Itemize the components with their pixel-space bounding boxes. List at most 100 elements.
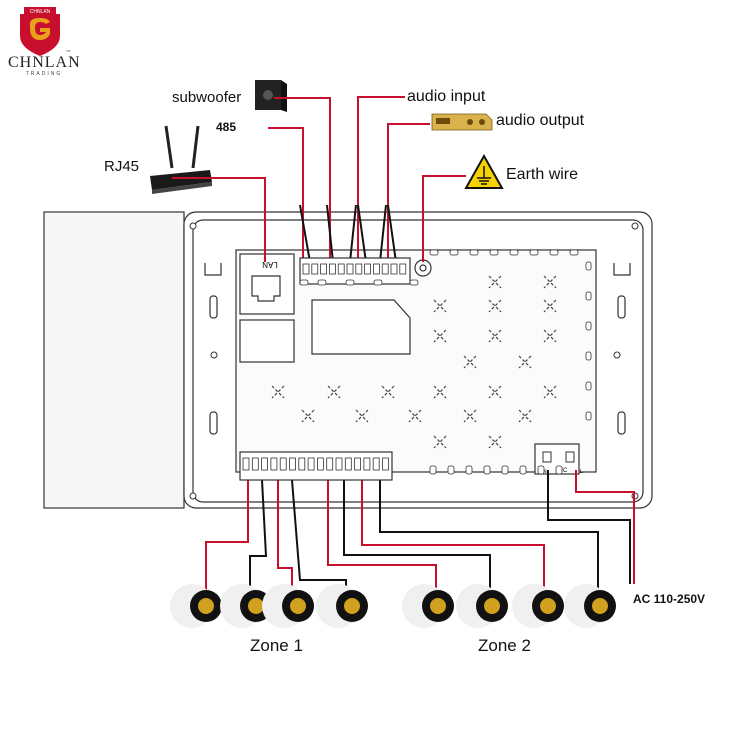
board-clip [373,279,383,286]
router-icon [150,125,212,194]
speaker-icon [316,584,368,628]
earth-terminal [414,259,432,277]
speaker-icon [456,584,508,628]
audio-output-label: audio output [496,112,585,129]
terminal-pin [298,457,306,471]
board-clip [447,465,455,475]
board-pad [543,275,557,289]
board-clip [449,249,459,256]
board-pad [355,409,369,423]
mounting-slots [204,263,631,435]
ac-power-label: AC 110-250V [633,592,706,606]
terminal-pin [261,457,269,471]
board-pad [488,299,502,313]
board-pad [463,409,477,423]
terminal-pin [390,263,398,275]
board-clip [519,465,527,475]
logo-subtitle: TRADING [25,71,63,77]
terminal-pin [381,263,389,275]
board-pad [488,385,502,399]
board-pad [543,385,557,399]
board-pad [463,355,477,369]
speaker-icon [402,584,454,628]
terminal-pin [344,457,352,471]
terminal-pin [372,263,380,275]
terminal-pin [335,457,343,471]
board-clip [501,465,509,475]
power-label: NC [559,468,568,474]
board-clip [469,249,479,256]
board-clip [409,279,419,286]
board-clip [585,381,592,391]
board-clip [489,249,499,256]
zone1-speakers [170,584,368,628]
board-clip [537,465,545,475]
board-pad [518,409,532,423]
board-clip [585,351,592,361]
terminal-pin [279,457,287,471]
earth-wire-label: Earth wire [506,166,579,183]
zone2-label: Zone 2 [478,636,531,655]
board-pad [543,299,557,313]
terminal-pin [364,263,372,275]
board-clip [549,249,559,256]
board-clip [317,279,327,286]
terminal-pin [372,457,380,471]
amplifier-icon [431,113,493,131]
board-clip [585,411,592,421]
board-clip [483,465,491,475]
terminal-pin [328,263,336,275]
terminal-pin [320,263,328,275]
subwoofer-icon [255,80,287,112]
speaker-icon [262,584,314,628]
lan-port [239,253,295,363]
board-pad [488,329,502,343]
terminal-pin [399,263,407,275]
board-pad [271,385,285,399]
board-clip [555,465,563,475]
terminal-pin [355,263,363,275]
speaker-icon [512,584,564,628]
board-pad [433,329,447,343]
board-clip [429,249,439,256]
board-clip [345,279,355,286]
logo-name: CHNLAN [8,54,81,71]
board-clip [585,261,592,271]
board-pad [518,355,532,369]
bottom-wiring [205,470,635,596]
power-pin-n: N [543,469,547,475]
speaker-icon [170,584,222,628]
terminal-pin [289,457,296,471]
terminal-pin [363,457,371,471]
terminal-pin [316,457,324,471]
board-clip [529,249,539,256]
audio-input-label: audio input [407,88,486,105]
lan-port-label: LAN [262,260,278,269]
zone2-speakers [402,584,616,628]
terminal-pin [307,457,315,471]
board-pad [381,385,395,399]
board-pad [543,329,557,343]
logo-banner-text: CHNLAN [30,9,51,15]
board-clip [585,291,592,301]
logo-tm: TM [66,49,71,53]
power-pin-l: L [580,469,583,475]
speaker-icon [564,584,616,628]
terminal-pin [326,457,334,471]
board-pad [433,299,447,313]
logo-shield: CHNLAN TM [20,7,71,56]
board-clip [585,321,592,331]
board-pad [301,409,315,423]
board-clip [465,465,473,475]
subwoofer-label: subwoofer [172,89,242,106]
board-pad [488,275,502,289]
board-clip [429,465,437,475]
board-pad [433,435,447,449]
terminal-pin [242,457,250,471]
board-clip [299,279,309,286]
board-pad [488,435,502,449]
terminal-pin [302,263,310,275]
board-pad [408,409,422,423]
